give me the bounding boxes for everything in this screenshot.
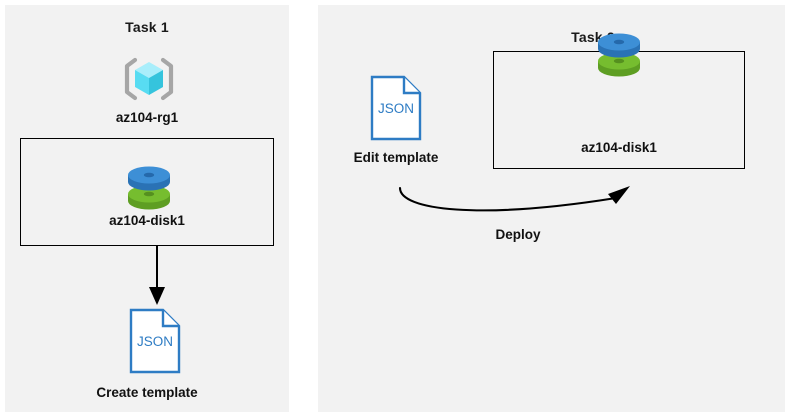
task2-disk-label: az104-disk1 [581, 140, 657, 155]
managed-disk-icon [121, 161, 177, 217]
task2-panel: Task 2 JSON Edit template az104-disk1 De… [318, 5, 785, 412]
json-document-icon: JSON [129, 308, 181, 374]
deploy-label: Deploy [495, 227, 541, 242]
curved-arrow-icon [398, 186, 630, 212]
json-icon-text: JSON [378, 101, 414, 116]
task1-disk-label: az104-disk1 [109, 213, 185, 228]
task1-resource-box [20, 138, 274, 246]
resource-group-cube-icon [122, 52, 176, 106]
json-document-icon: JSON [370, 75, 422, 141]
resource-group-label: az104-rg1 [115, 110, 179, 125]
task1-title: Task 1 [125, 19, 169, 35]
managed-disk-icon [591, 28, 647, 84]
task1-panel: Task 1 az104-rg1 [5, 5, 289, 412]
edit-template-label: Edit template [353, 150, 439, 165]
json-icon-text: JSON [137, 334, 173, 349]
create-template-label: Create template [96, 385, 198, 400]
arrow-down-icon [149, 245, 165, 305]
